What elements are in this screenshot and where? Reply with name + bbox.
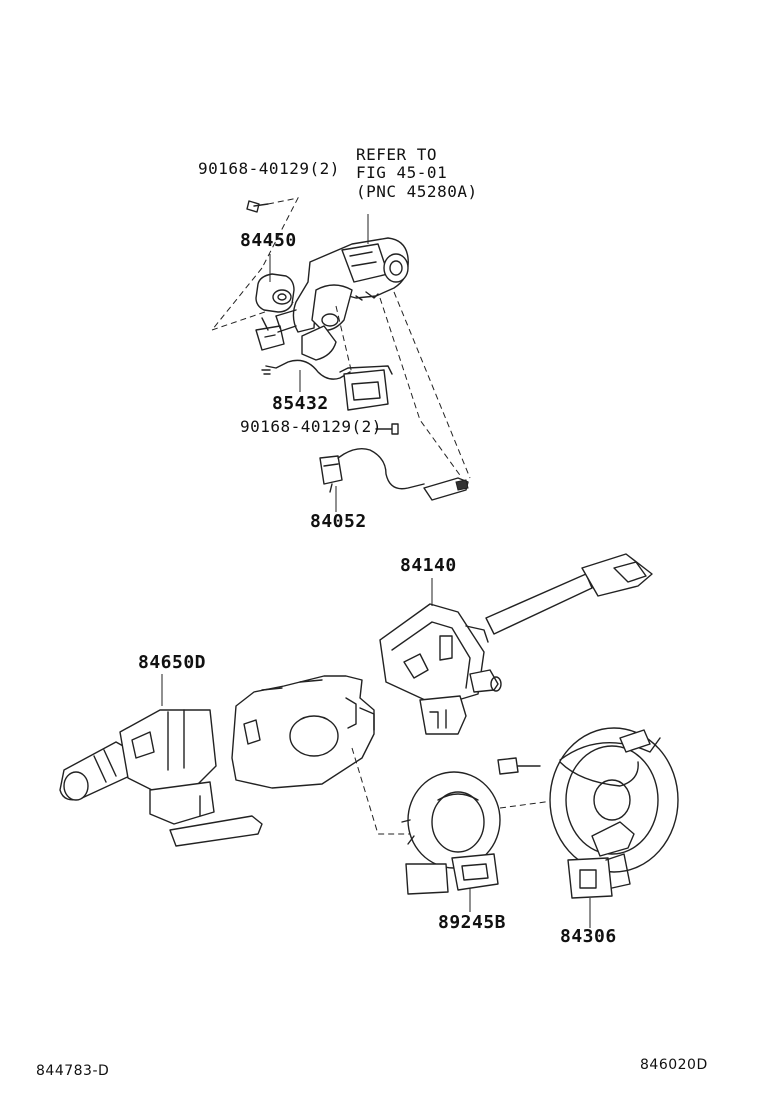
guide-84450 bbox=[211, 197, 301, 331]
bolt-lower-drawing bbox=[375, 423, 399, 435]
label-part-84140: 84140 bbox=[400, 555, 457, 576]
corner-code-left: 844783-D bbox=[36, 1063, 110, 1079]
label-refer-line2: FIG 45-01 bbox=[356, 163, 448, 182]
leader-lines bbox=[161, 214, 591, 928]
steering-lock-housing-drawing bbox=[275, 237, 409, 361]
spiral-cable-89245B-drawing bbox=[401, 771, 501, 895]
label-part-84052: 84052 bbox=[310, 511, 367, 532]
switch-84140-drawing bbox=[379, 553, 653, 735]
sensor-84052-drawing bbox=[319, 447, 469, 501]
spiral-cable-84306-drawing bbox=[497, 727, 679, 899]
bolt-upper-drawing bbox=[246, 200, 269, 213]
label-refer-line3: (PNC 45280A) bbox=[356, 182, 478, 201]
label-bolt-upper: 90168-40129(2) bbox=[198, 159, 340, 178]
label-part-84306: 84306 bbox=[560, 926, 617, 947]
corner-code-right: 846020D bbox=[640, 1057, 708, 1073]
switch-84450-drawing bbox=[255, 273, 295, 351]
label-refer-line1: REFER TO bbox=[356, 145, 438, 164]
label-part-84450: 84450 bbox=[240, 230, 297, 251]
label-part-84650D: 84650D bbox=[138, 652, 207, 673]
harness-85432-drawing bbox=[261, 359, 393, 411]
switch-84650D-drawing bbox=[59, 709, 263, 847]
label-bolt-lower: 90168-40129(2) bbox=[240, 417, 382, 436]
label-part-89245B: 89245B bbox=[438, 912, 507, 933]
label-part-85432: 85432 bbox=[272, 393, 329, 414]
guide-84052 bbox=[335, 291, 471, 479]
spiral-housing-drawing bbox=[231, 675, 375, 789]
